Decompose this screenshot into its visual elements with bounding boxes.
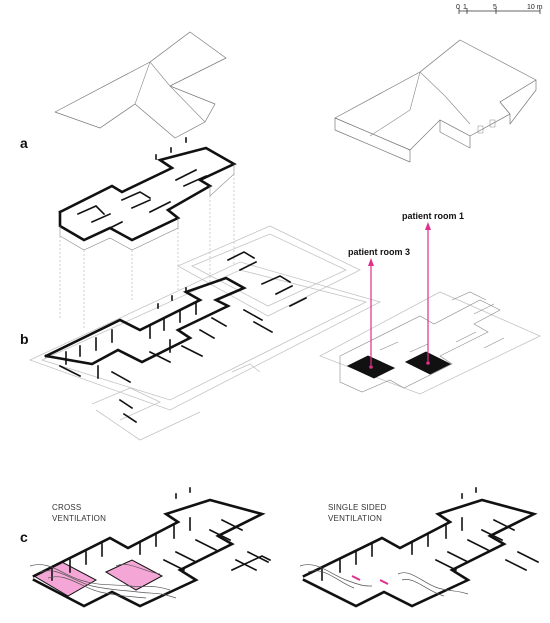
scale-tick-10: 10 m (527, 4, 543, 11)
scale-bar: 0 1 5 10 m (456, 4, 543, 14)
caption-cross-2: VENTILATION (52, 514, 106, 523)
posts-b (157, 287, 187, 309)
roof-posts (155, 137, 187, 160)
panel-label-b: b (20, 331, 29, 347)
cross-ventilation-plan (29, 498, 272, 608)
callout-patient-room-3: patient room 3 (348, 247, 410, 257)
patient-room-1-marker (426, 361, 430, 365)
cross-room-right-highlight (104, 559, 164, 591)
cross-room-left-highlight (32, 561, 98, 597)
scale-tick-5: 5 (493, 4, 497, 11)
caption-cross-1: CROSS (52, 503, 81, 512)
callout-patient-room-1: patient room 1 (402, 211, 464, 221)
scale-tick-0: 0 (456, 4, 460, 11)
ground-plan-b (44, 276, 274, 424)
garden-paths (28, 225, 382, 441)
posts-c (175, 487, 477, 499)
roof-exploded-left (54, 31, 227, 139)
patient-room-3-marker (369, 365, 373, 369)
callout-arrows (368, 222, 431, 365)
wall-plan-a (58, 146, 237, 251)
courtyard-walls (226, 251, 308, 308)
roof-assembled-right (334, 39, 537, 163)
panel-label-a: a (20, 135, 28, 151)
single-sided-ventilation-plan (299, 498, 540, 608)
caption-single-2: VENTILATION (328, 514, 382, 523)
patient-room-plan (319, 291, 541, 395)
panel-label-c: c (20, 529, 28, 545)
projection-lines (59, 174, 235, 328)
scale-tick-1: 1 (463, 4, 467, 11)
caption-single-1: SINGLE SIDED (328, 503, 386, 512)
